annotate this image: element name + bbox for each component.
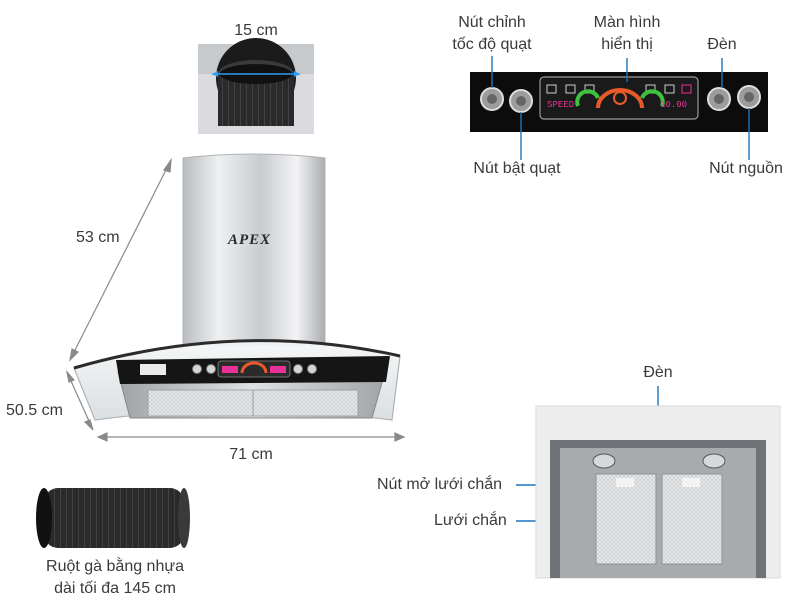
apex-logo: APEX	[228, 232, 272, 248]
label-light-top: Đèn	[707, 36, 737, 53]
duct-flange-photo	[198, 38, 314, 134]
label-height: 53 cm	[76, 229, 120, 246]
flexible-duct	[36, 488, 190, 548]
label-filter: Lưới chắn	[434, 512, 507, 529]
panel-readout-left: SPEED	[547, 100, 575, 110]
label-bottom-light: Đèn	[643, 364, 673, 381]
label-filter-release: Nút mở lưới chắn	[377, 476, 503, 493]
label-fan-speed-line2: tốc độ quạt	[452, 36, 532, 53]
label-duct-line2: dài tối đa 145 cm	[54, 580, 176, 597]
range-hood	[73, 153, 401, 421]
label-fan-speed-line1: Nút chỉnh	[458, 14, 526, 31]
label-display-line1: Màn hình	[593, 14, 661, 31]
control-panel-closeup	[470, 72, 768, 132]
label-power: Nút nguồn	[709, 160, 783, 177]
panel-readout-right: 10.00	[660, 100, 688, 110]
dimension-lines	[65, 157, 406, 442]
label-width: 71 cm	[229, 446, 273, 463]
label-duct-line1: Ruột gà bằng nhựa	[46, 558, 184, 575]
label-depth: 50.5 cm	[6, 402, 63, 419]
label-fan-on: Nút bật quạt	[473, 160, 561, 177]
label-display-line2: hiển thị	[601, 36, 653, 53]
label-top-width: 15 cm	[234, 22, 278, 39]
hood-bottom-view	[535, 405, 781, 579]
